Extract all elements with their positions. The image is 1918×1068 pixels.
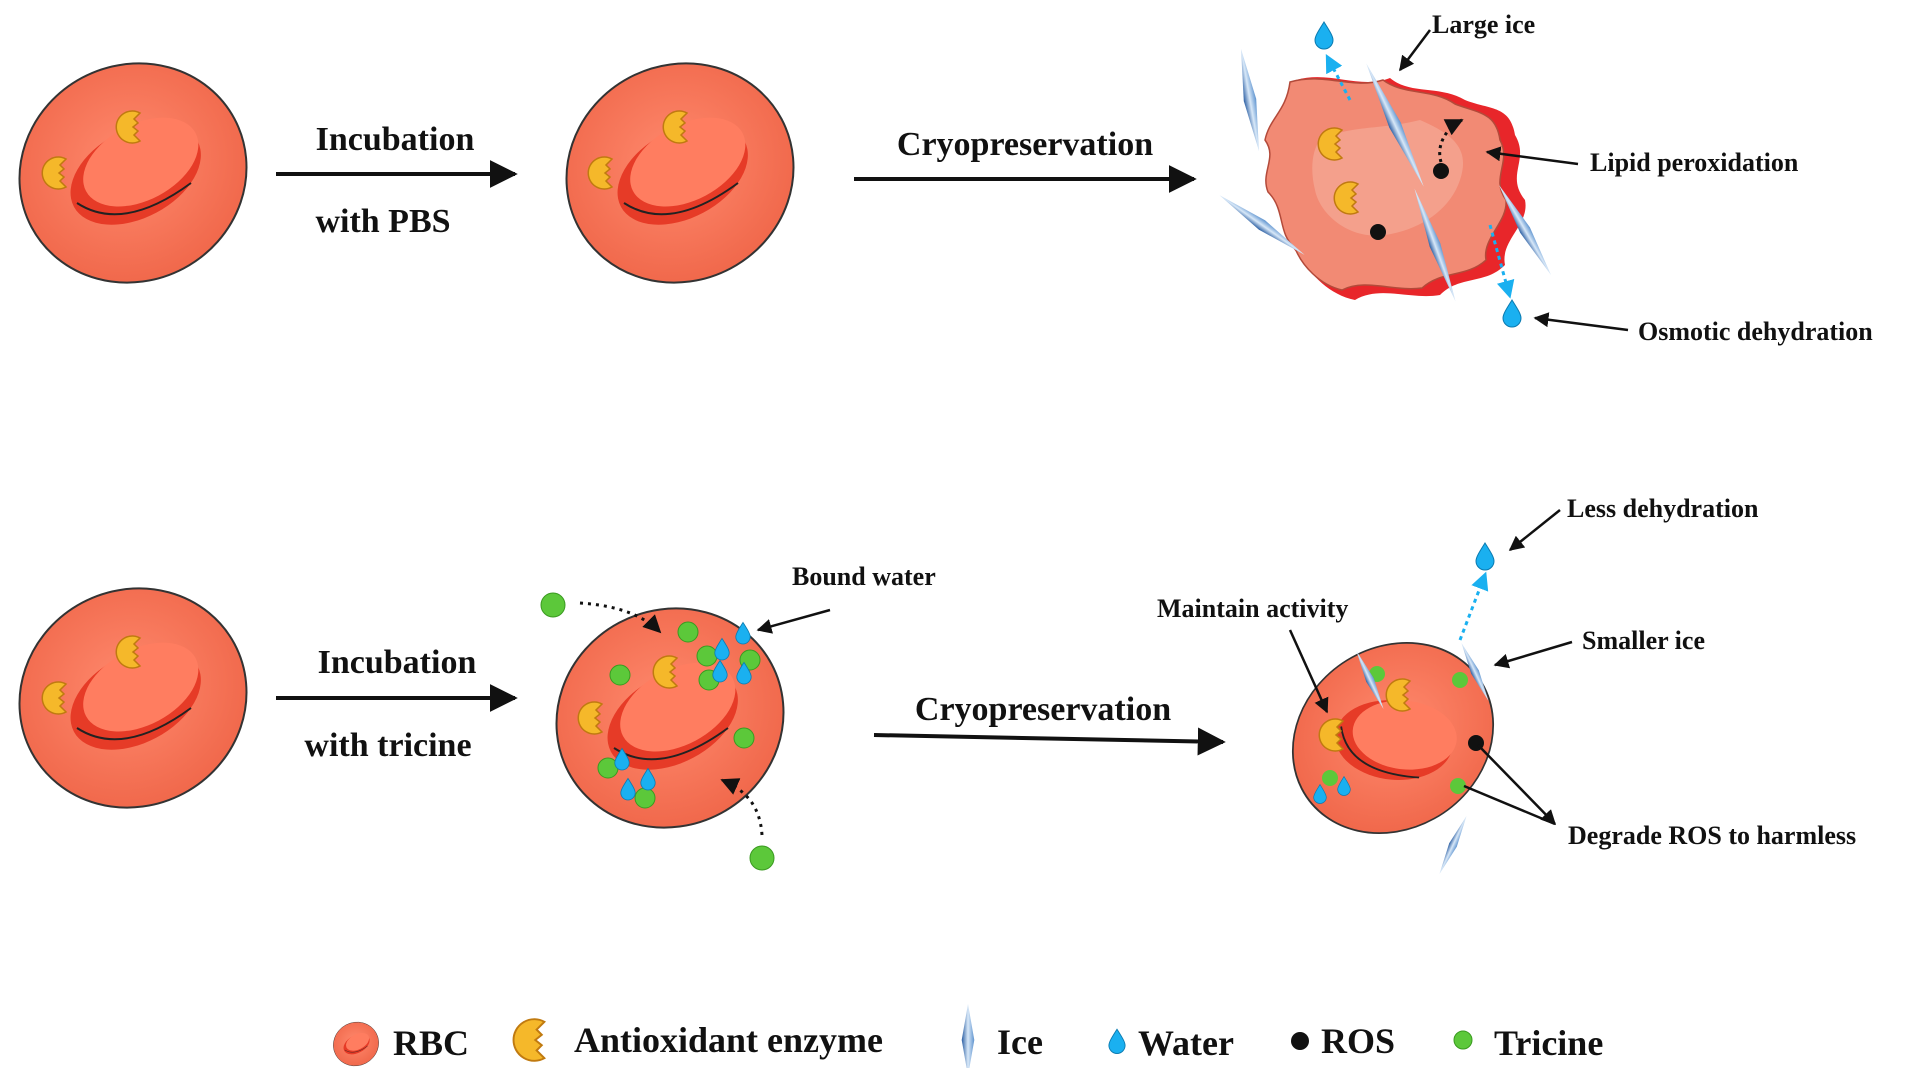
tricine-molecule xyxy=(540,592,566,618)
top-row: Incubation with PBS Cryopreservation xyxy=(0,10,1873,346)
step-label-with-pbs: with PBS xyxy=(315,203,450,240)
svg-text:Degrade ROS to harmless: Degrade ROS to harmless xyxy=(1568,821,1856,850)
rbc-initial-bottom xyxy=(0,547,287,849)
cryopreservation-arrow-top: Cryopreservation xyxy=(854,126,1197,193)
antioxidant-enzyme-icon xyxy=(512,1018,546,1062)
svg-text:ROS: ROS xyxy=(1321,1021,1395,1061)
svg-text:Maintain activity: Maintain activity xyxy=(1157,594,1348,623)
step-label-cryopreservation-top: Cryopreservation xyxy=(897,126,1153,163)
label-large-ice: Large ice xyxy=(1399,10,1535,72)
svg-text:Osmotic dehydration: Osmotic dehydration xyxy=(1638,317,1873,346)
svg-text:Lipid peroxidation: Lipid peroxidation xyxy=(1590,148,1799,177)
legend-item-water: Water xyxy=(1108,1023,1234,1063)
cryopreservation-arrow-bottom: Cryopreservation xyxy=(873,691,1226,756)
ros-dot xyxy=(1370,224,1386,240)
label-maintain-activity: Maintain activity xyxy=(1157,594,1348,714)
ice-icon xyxy=(961,1004,975,1068)
water-drop xyxy=(1502,299,1522,328)
legend-item-tricine: Tricine xyxy=(1453,1023,1603,1063)
svg-text:Tricine: Tricine xyxy=(1494,1023,1603,1063)
tricine-icon xyxy=(1453,1030,1473,1050)
preserved-rbc xyxy=(1205,542,1581,926)
bottom-row: Incubation with tricine xyxy=(0,494,1856,926)
legend-item-ros: ROS xyxy=(1291,1021,1395,1061)
legend-item-antioxidant-enzyme: Antioxidant enzyme xyxy=(512,1018,883,1062)
rbc-incubated-pbs xyxy=(526,22,834,324)
legend-item-rbc: RBC xyxy=(325,1013,469,1068)
step-label-incubation-bottom: Incubation xyxy=(318,644,477,681)
label-bound-water: Bound water xyxy=(756,562,936,634)
svg-text:Ice: Ice xyxy=(997,1022,1043,1062)
label-less-dehydration: Less dehydration xyxy=(1508,494,1759,551)
legend: RBC Antioxidant enzyme Ice Water ROS xyxy=(325,1004,1603,1068)
svg-text:Water: Water xyxy=(1138,1023,1234,1063)
step-label-with-tricine: with tricine xyxy=(304,727,471,764)
damaged-rbc xyxy=(1216,21,1556,328)
water-drop xyxy=(1475,542,1495,571)
legend-item-ice: Ice xyxy=(961,1004,1043,1068)
incubation-pbs-arrow: Incubation with PBS xyxy=(276,121,518,240)
svg-text:Antioxidant enzyme: Antioxidant enzyme xyxy=(574,1020,883,1060)
incubation-tricine-arrow: Incubation with tricine xyxy=(276,644,518,764)
rbc-icon xyxy=(325,1013,387,1068)
label-smaller-ice: Smaller ice xyxy=(1493,626,1705,669)
svg-text:Large ice: Large ice xyxy=(1432,10,1535,39)
label-osmotic-dehydration: Osmotic dehydration xyxy=(1533,312,1873,346)
svg-text:Smaller ice: Smaller ice xyxy=(1582,626,1705,655)
step-label-cryopreservation-bottom: Cryopreservation xyxy=(915,691,1171,728)
svg-text:RBC: RBC xyxy=(393,1023,469,1063)
water-icon xyxy=(1108,1028,1126,1054)
label-degrade-ros: Degrade ROS to harmless xyxy=(1463,744,1856,850)
svg-text:Less dehydration: Less dehydration xyxy=(1567,494,1759,523)
step-label-incubation: Incubation xyxy=(316,121,475,158)
label-lipid-peroxidation: Lipid peroxidation xyxy=(1485,146,1799,177)
ros-icon xyxy=(1291,1032,1309,1050)
tricine-molecule xyxy=(749,845,775,871)
water-drop xyxy=(1314,21,1334,50)
svg-text:Bound water: Bound water xyxy=(792,562,936,591)
rbc-incubated-tricine xyxy=(516,567,824,871)
ros-dot xyxy=(1433,163,1449,179)
rbc-initial-top xyxy=(0,22,287,324)
